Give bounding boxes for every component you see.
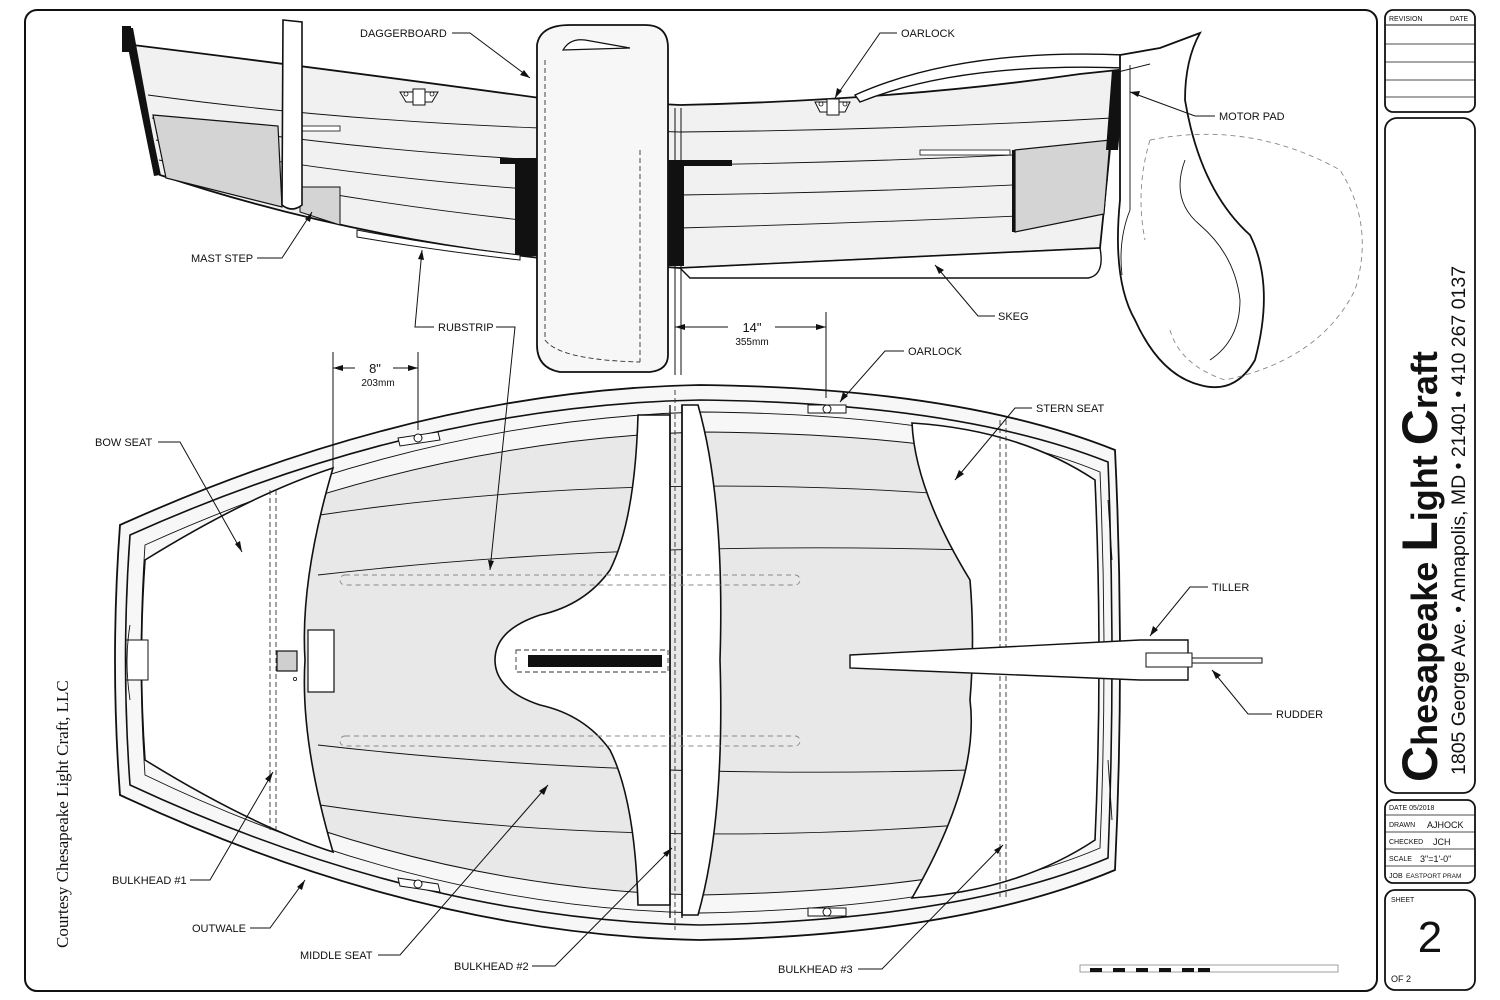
callout-bulkhead3: BULKHEAD #3 xyxy=(778,844,1004,976)
drawn-label: DRAWN xyxy=(1389,822,1415,829)
mast-step-plan xyxy=(276,650,298,672)
dimension-14in: 14" 355mm xyxy=(674,312,827,398)
scale-value: 3"=1'-0" xyxy=(1420,854,1451,864)
label-oarlock-plan: OARLOCK xyxy=(908,346,962,358)
sheet-of: OF 2 xyxy=(1391,974,1411,984)
company-box xyxy=(1384,117,1476,794)
callout-motor-pad: MOTOR PAD xyxy=(1129,91,1285,123)
profile-view xyxy=(122,19,1363,389)
oarlock-profile-fwd xyxy=(399,88,439,106)
rudder-profile xyxy=(1117,31,1363,389)
tiller-plan xyxy=(849,639,1189,681)
mast xyxy=(281,19,303,210)
label-outwale: OUTWALE xyxy=(192,923,246,935)
callout-mast-step: MAST STEP xyxy=(191,211,313,265)
label-motor-pad: MOTOR PAD xyxy=(1219,111,1285,123)
callout-oarlock-top: OARLOCK xyxy=(834,28,955,99)
callout-bow-seat: BOW SEAT xyxy=(95,437,243,553)
label-mast-step: MAST STEP xyxy=(191,253,253,265)
scale-bar xyxy=(1079,964,1339,973)
callout-daggerboard: DAGGERBOARD xyxy=(360,28,531,79)
callout-skeg: SKEG xyxy=(934,264,1029,323)
sheet-number: 2 xyxy=(1418,913,1442,962)
date-row: DATE 05/2018 xyxy=(1389,805,1435,812)
sheet-box xyxy=(1384,889,1476,991)
callout-tiller: TILLER xyxy=(1149,582,1249,637)
plan-view xyxy=(114,384,1263,941)
callout-stern-seat: STERN SEAT xyxy=(954,403,1105,481)
oarlock-plan-3 xyxy=(397,877,441,893)
checked-label: CHECKED xyxy=(1389,839,1423,846)
label-rubstrip: RUBSTRIP xyxy=(438,322,494,334)
dimension-8in: 8" 203mm xyxy=(332,352,419,468)
daggerboard-profile xyxy=(536,24,669,373)
oarlock-plan-1 xyxy=(397,431,441,447)
revision-label: REVISION xyxy=(1389,16,1422,23)
callout-oarlock-plan: OARLOCK xyxy=(839,346,962,403)
bow-seat-side-panel xyxy=(152,114,283,208)
oarlock-profile-aft xyxy=(814,98,851,116)
company-name: Chesapeake Light Craft xyxy=(1392,351,1448,782)
callout-middle-seat: MIDDLE SEAT xyxy=(300,784,549,962)
label-oarlock-top: OARLOCK xyxy=(901,28,955,40)
info-box xyxy=(1384,799,1476,884)
oarlock-plan-4 xyxy=(807,907,847,917)
sheet-border xyxy=(24,9,1378,992)
label-stern-seat: STERN SEAT xyxy=(1036,403,1105,415)
dim-8in-label: 8" xyxy=(369,361,381,376)
revision-date-label: DATE xyxy=(1450,16,1468,23)
job-label: JOB xyxy=(1389,873,1403,880)
title-block: REVISION DATE Chesapeake Light Craft 180… xyxy=(1384,9,1476,991)
drawn-value: AJHOCK xyxy=(1427,820,1464,830)
rudder-plan xyxy=(1191,657,1263,664)
skeg-profile xyxy=(678,247,1102,279)
rubstrip-profile xyxy=(356,229,521,261)
label-bulkhead2: BULKHEAD #2 xyxy=(454,961,529,973)
dim-14in-label: 14" xyxy=(742,320,761,335)
label-bulkhead1: BULKHEAD #1 xyxy=(112,875,187,887)
job-value: EASTPORT PRAM xyxy=(1406,873,1461,880)
credit-text: Courtesy Chesapeake Light Craft, LLC xyxy=(53,680,72,948)
label-skeg: SKEG xyxy=(998,311,1029,323)
label-rudder: RUDDER xyxy=(1276,709,1323,721)
bow-seat xyxy=(140,466,335,854)
label-middle-seat: MIDDLE SEAT xyxy=(300,950,373,962)
sheet-label: SHEET xyxy=(1391,897,1415,904)
callout-rubstrip: RUBSTRIP xyxy=(414,249,516,571)
scale-label: SCALE xyxy=(1389,856,1412,863)
daggerboard-slot xyxy=(528,655,662,667)
label-bulkhead3: BULKHEAD #3 xyxy=(778,964,853,976)
revision-box xyxy=(1384,9,1476,113)
callout-bulkhead1: BULKHEAD #1 xyxy=(112,771,274,887)
checked-value: JCH xyxy=(1433,837,1451,847)
company-address: 1805 George Ave. • Annapolis, MD • 21401… xyxy=(1448,266,1470,775)
dim-8in-metric: 203mm xyxy=(361,378,394,389)
label-tiller: TILLER xyxy=(1212,582,1249,594)
label-daggerboard: DAGGERBOARD xyxy=(360,28,447,40)
oarlock-plan-2 xyxy=(807,404,847,414)
dim-14in-metric: 355mm xyxy=(735,337,768,348)
callout-outwale: OUTWALE xyxy=(192,879,306,935)
callout-rudder: RUDDER xyxy=(1211,669,1323,721)
label-bow-seat: BOW SEAT xyxy=(95,437,153,449)
callout-bulkhead2: BULKHEAD #2 xyxy=(454,847,673,973)
